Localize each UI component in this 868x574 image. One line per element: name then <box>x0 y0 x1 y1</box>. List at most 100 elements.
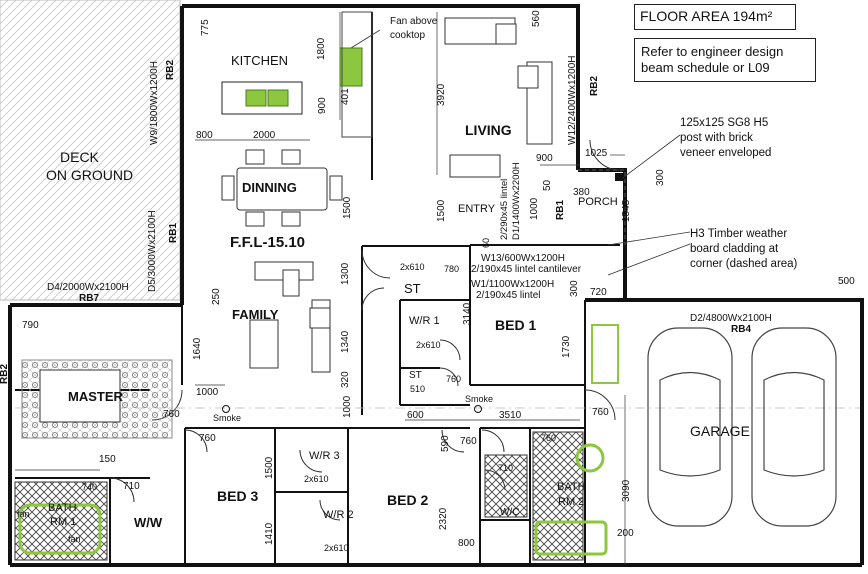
cladding-note-line-3: corner (dashed area) <box>690 258 798 270</box>
dim-320: 320 <box>340 371 351 388</box>
dim-1730: 1730 <box>561 335 572 358</box>
floor-area-note: FLOOR AREA 194m² <box>640 8 773 24</box>
porch-post <box>615 173 623 181</box>
laundry-tub <box>591 324 619 384</box>
dim-3920: 3920 <box>436 83 447 106</box>
dim-900a: 900 <box>317 97 328 114</box>
room-deck-line-2: ON GROUND <box>46 167 134 183</box>
dim-1000c: 1000 <box>342 395 353 418</box>
beam-rb2c: RB2 <box>0 363 10 384</box>
room-bath2-line-1: BATH <box>557 481 586 493</box>
opening-w1-lintel: 2/190x45 lintel <box>476 290 541 301</box>
bath1-tub <box>18 503 102 555</box>
room-dinning: DINNING <box>242 180 297 195</box>
beam-rb1b: RB1 <box>555 199 566 220</box>
dim-2320: 2320 <box>438 507 449 530</box>
cladding-note-line-1: H3 Timber weather <box>690 228 788 240</box>
room-wr3: W/R 3 <box>309 450 340 462</box>
opening-d5: D5/3000Wx2100H <box>147 210 158 292</box>
dim-900b: 900 <box>536 153 553 164</box>
room-ww: W/W <box>134 515 163 530</box>
dim-775: 775 <box>200 19 211 36</box>
room-st: ST <box>404 281 421 296</box>
cladding-note-line-2: board cladding at <box>690 243 779 255</box>
family-sofa <box>249 261 331 373</box>
smoke-label-2: Smoke <box>465 394 494 404</box>
opening-lintel-d1: 2/290x45 lintel <box>499 178 510 240</box>
engineer-note-line-1: Refer to engineer design <box>641 44 784 59</box>
dim-1410: 1410 <box>264 522 275 545</box>
dim-1800: 1800 <box>316 37 327 60</box>
dim-760b: 760 <box>163 409 180 420</box>
dim-1000a: 1000 <box>529 197 540 220</box>
dim-760a: 760 <box>446 374 462 384</box>
room-bed3: BED 3 <box>217 488 259 504</box>
opening-w9: W9/1800Wx1200H <box>149 61 160 145</box>
beam-rb2a: RB2 <box>165 59 176 80</box>
beam-rb4: RB4 <box>731 324 752 335</box>
dim-560: 560 <box>531 10 542 27</box>
dim-740: 740 <box>82 482 98 492</box>
master-bed <box>39 369 121 423</box>
dim-1300: 1300 <box>340 262 351 285</box>
room-family: FAMILY <box>232 307 279 322</box>
bath1-fan-label: fan <box>17 509 30 519</box>
dim-710a: 710 <box>498 463 514 473</box>
bath2-floor <box>532 431 584 561</box>
beam-rb2b: RB2 <box>589 75 600 96</box>
beam-rb1: RB1 <box>168 222 179 243</box>
dim-760d: 760 <box>199 433 216 444</box>
fan-cooktop-line-2: cooktop <box>390 30 426 41</box>
dim-250: 250 <box>211 288 222 305</box>
room-bed2: BED 2 <box>387 492 429 508</box>
dim-3090: 3090 <box>621 479 632 502</box>
room-wr2: W/R 2 <box>323 509 354 521</box>
deck-area <box>0 0 181 301</box>
post-note-line-2: post with brick <box>680 132 753 144</box>
room-porch: PORCH <box>578 196 618 208</box>
bath2-basin <box>575 443 605 473</box>
dim-1500b: 1500 <box>436 199 447 222</box>
garage-cars <box>647 327 837 527</box>
engineer-note-line-2: beam schedule or L09 <box>641 60 770 75</box>
cladding-dashed-area <box>578 169 626 245</box>
room-bath1-line-1: BATH <box>48 502 77 514</box>
room-st2: ST <box>409 370 422 381</box>
dim-760c: 760 <box>592 407 609 418</box>
opening-w12: W12/2400Wx1200H <box>567 55 578 146</box>
leader-lines <box>350 29 691 276</box>
dim-150: 150 <box>99 454 116 465</box>
dim-2x610b: 2x610 <box>416 340 441 350</box>
bath1-fan-label-2: fan <box>68 534 81 544</box>
room-deck-line-1: DECK <box>60 149 99 165</box>
dim-1025: 1025 <box>585 148 608 159</box>
dim-200: 200 <box>617 528 634 539</box>
wc-floor <box>484 454 528 518</box>
opening-w13: W13/600Wx1200H <box>481 253 565 264</box>
dim-510: 510 <box>410 384 426 394</box>
dim-1500c: 1500 <box>264 456 275 479</box>
beam-rb7: RB7 <box>79 293 100 304</box>
kitchen-bench <box>341 11 373 138</box>
cooktop <box>339 47 363 87</box>
dim-401: 401 <box>340 88 351 105</box>
engineer-note-box <box>634 38 816 82</box>
fan-cooktop-line-1: Fan above <box>390 16 438 27</box>
smoke-label-1: Smoke <box>213 413 242 423</box>
smoke-detector-1 <box>222 405 230 413</box>
dim-2x610d: 2x610 <box>324 543 349 553</box>
opening-w1: W1/1100Wx1200H <box>471 279 555 290</box>
dim-50: 50 <box>542 179 553 191</box>
dim-3510: 3510 <box>499 410 522 421</box>
dim-800b: 800 <box>458 538 475 549</box>
dim-780: 780 <box>444 264 460 274</box>
room-bath1-line-2: RM 1 <box>50 516 77 528</box>
dim-2x610a: 2x610 <box>400 262 425 272</box>
dim-300b: 300 <box>569 280 580 297</box>
post-note-line-1: 125x125 SG8 H5 <box>680 117 769 129</box>
room-wc: W/C <box>500 507 520 518</box>
smoke-detector-2 <box>474 405 482 413</box>
kitchen-island <box>221 81 303 115</box>
room-bed1: BED 1 <box>495 317 537 333</box>
dim-1640: 1640 <box>192 337 203 360</box>
